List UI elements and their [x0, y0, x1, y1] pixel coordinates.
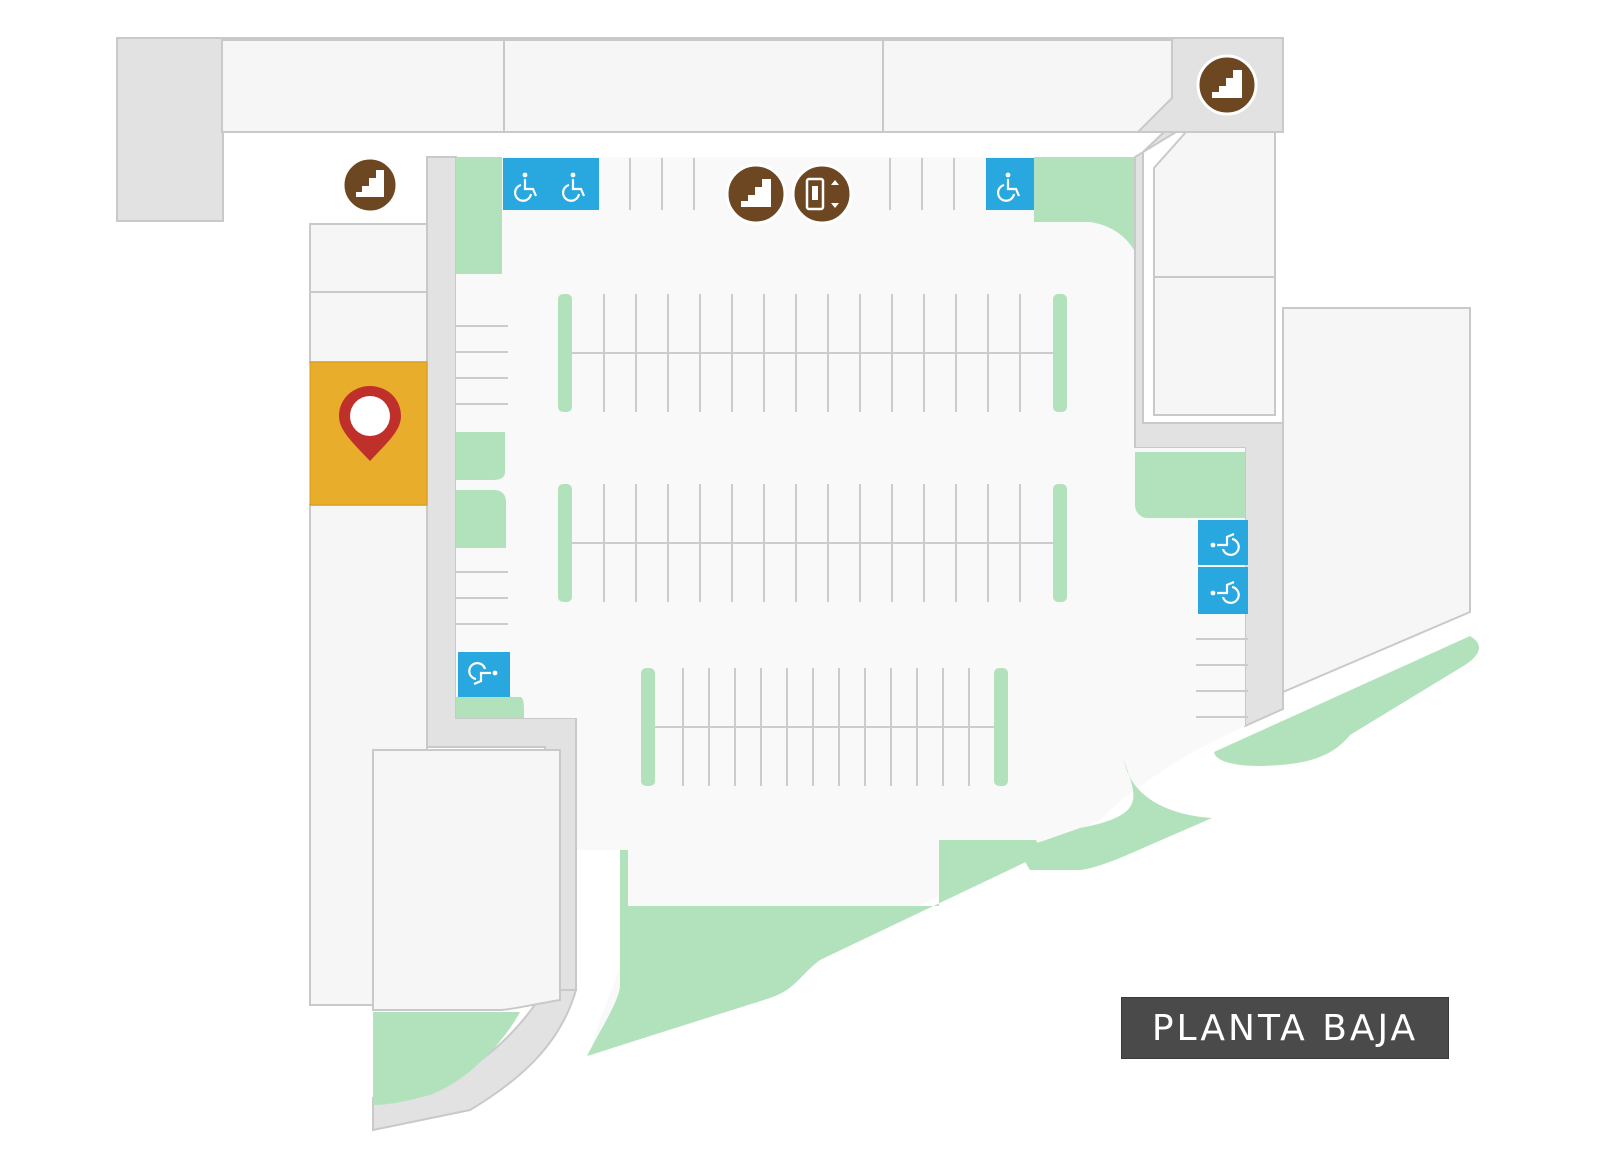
wheelchair-icon — [468, 172, 1240, 686]
stairs-icon[interactable] — [725, 163, 787, 225]
location-pin-icon[interactable] — [339, 386, 401, 461]
floor-label: PLANTA BAJA — [1121, 997, 1449, 1059]
top-stores — [221, 39, 1173, 133]
parking-stall-lines — [456, 158, 1248, 786]
stairs-icon[interactable] — [1196, 54, 1258, 116]
parking-islands — [558, 294, 1067, 786]
right-stores — [1153, 131, 1471, 694]
accessible-spots — [458, 158, 1248, 697]
green-areas — [373, 157, 1480, 1105]
elevator-icon[interactable] — [791, 163, 853, 225]
parking-area — [456, 157, 1245, 1058]
stairs-icon[interactable] — [341, 156, 399, 214]
